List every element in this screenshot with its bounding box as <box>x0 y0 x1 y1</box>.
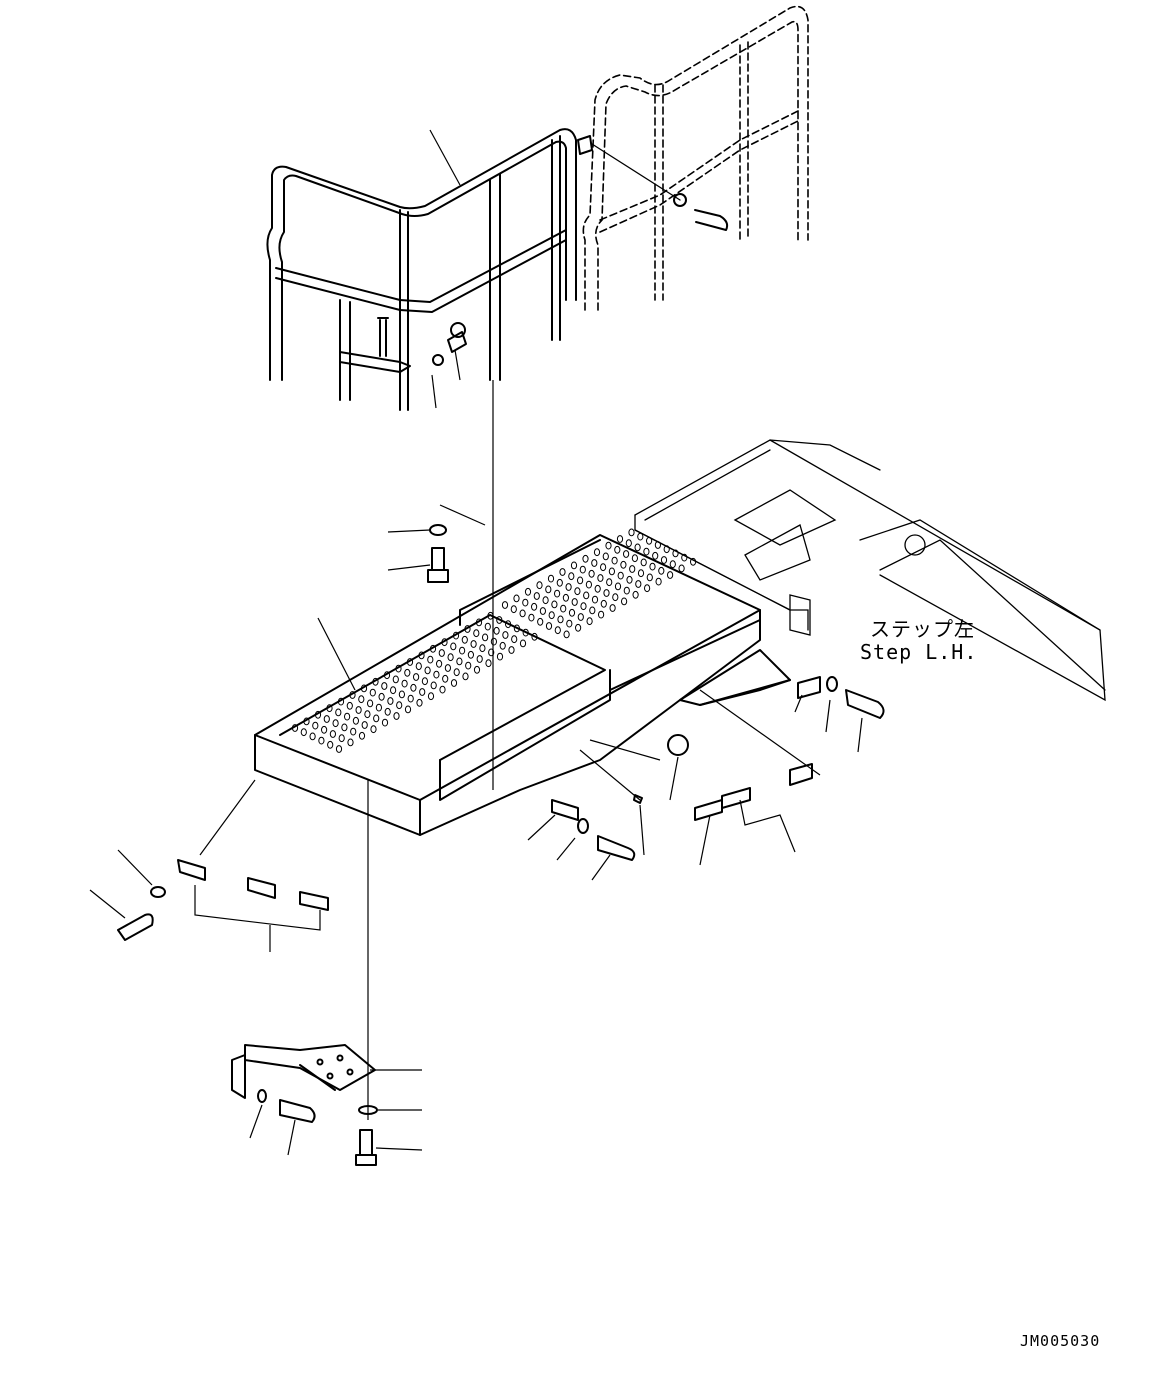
step-frame-left <box>634 439 1106 702</box>
hardware-bolts <box>117 524 885 941</box>
step-callout-en: Step L.H. <box>860 640 977 664</box>
step-bracket <box>231 1044 378 1166</box>
perforation-pattern <box>291 528 697 753</box>
rail-bolt <box>577 135 729 231</box>
step-platform <box>254 534 791 836</box>
drawing-code: JM005030 <box>1020 1332 1100 1350</box>
leader-lines <box>89 129 863 1156</box>
handrail-background <box>582 5 809 311</box>
step-callout-jp: ステップ左 <box>870 617 975 641</box>
handrail <box>266 128 577 411</box>
